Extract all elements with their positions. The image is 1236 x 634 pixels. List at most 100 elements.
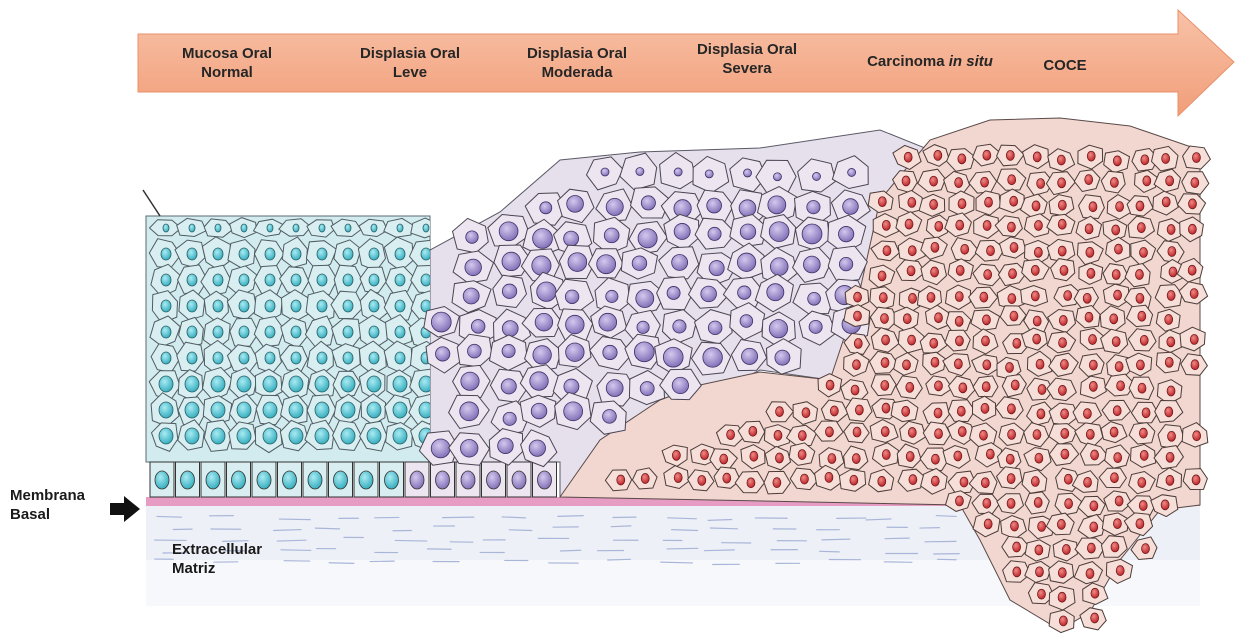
normal-nucleus	[187, 274, 197, 286]
stage-label-coce: COCE	[1010, 56, 1120, 75]
basal-nucleus	[232, 471, 246, 489]
carcinoma-nucleus	[958, 427, 966, 437]
carcinoma-nucleus	[1138, 383, 1146, 393]
dysplasia-nucleus	[467, 344, 481, 358]
carcinoma-nucleus	[1166, 452, 1174, 462]
normal-nucleus	[395, 326, 405, 338]
dysplasia-nucleus	[672, 255, 688, 271]
normal-nucleus	[265, 274, 275, 286]
carcinoma-nucleus	[1013, 542, 1021, 552]
carcinoma-nucleus	[1037, 179, 1045, 189]
dysplasia-nucleus	[708, 321, 722, 335]
carcinoma-nucleus	[1114, 453, 1122, 463]
carcinoma-nucleus	[1083, 293, 1091, 303]
carcinoma-nucleus	[927, 292, 935, 302]
carcinoma-nucleus	[1136, 519, 1144, 529]
carcinoma-nucleus	[1112, 225, 1120, 235]
carcinoma-nucleus	[959, 383, 967, 393]
carcinoma-nucleus	[986, 449, 994, 459]
carcinoma-nucleus	[1115, 362, 1123, 372]
dysplasia-nucleus	[741, 348, 757, 364]
normal-nucleus	[239, 326, 249, 338]
carcinoma-nucleus	[1007, 404, 1015, 414]
dysplasia-nucleus	[674, 223, 690, 239]
dysplasia-nucleus	[530, 372, 548, 390]
carcinoma-nucleus	[906, 382, 914, 392]
dysplasia-nucleus	[672, 377, 688, 393]
carcinoma-nucleus	[931, 357, 939, 367]
carcinoma-nucleus	[882, 220, 890, 230]
carcinoma-nucleus	[1191, 360, 1199, 370]
dysplasia-nucleus	[460, 440, 478, 458]
dysplasia-nucleus	[808, 292, 821, 305]
carcinoma-nucleus	[852, 360, 860, 370]
basal-nucleus	[334, 471, 348, 489]
dysplasia-nucleus	[533, 346, 551, 364]
carcinoma-nucleus	[1007, 474, 1015, 484]
carcinoma-nucleus	[1031, 291, 1039, 301]
dysplasia-nucleus	[701, 286, 717, 302]
stage-label-displasia-severa: Displasia Oral Severa	[672, 40, 822, 78]
dysplasia-nucleus	[431, 439, 450, 458]
normal-nucleus	[317, 300, 327, 312]
carcinoma-nucleus	[902, 406, 910, 416]
carcinoma-nucleus	[1116, 202, 1124, 212]
dysplasia-nucleus	[603, 345, 617, 359]
carcinoma-nucleus	[1060, 359, 1068, 369]
basal-nucleus	[257, 471, 271, 489]
carcinoma-nucleus	[909, 293, 917, 303]
carcinoma-nucleus	[1034, 247, 1042, 257]
normal-nucleus	[159, 402, 173, 418]
carcinoma-nucleus	[1084, 477, 1092, 487]
normal-nucleus	[213, 248, 223, 260]
carcinoma-nucleus	[1062, 544, 1070, 554]
carcinoma-nucleus	[1169, 267, 1177, 277]
normal-nucleus	[163, 224, 169, 232]
carcinoma-nucleus	[958, 199, 966, 209]
carcinoma-nucleus	[1141, 155, 1149, 165]
dysplasia-nucleus	[637, 321, 649, 333]
basal-nucleus	[206, 471, 220, 489]
carcinoma-nucleus	[1167, 337, 1175, 347]
normal-nucleus	[343, 248, 353, 260]
carcinoma-nucleus	[1064, 291, 1072, 301]
carcinoma-nucleus	[826, 380, 834, 390]
matrix-fiber	[820, 551, 840, 552]
carcinoma-nucleus	[1007, 498, 1015, 508]
carcinoma-nucleus	[1139, 501, 1147, 511]
carcinoma-nucleus	[931, 454, 939, 464]
normal-nucleus	[187, 352, 197, 364]
normal-nucleus	[263, 376, 277, 392]
normal-nucleus	[291, 274, 301, 286]
carcinoma-nucleus	[1140, 450, 1148, 460]
carcinoma-nucleus	[1065, 499, 1073, 509]
carcinoma-nucleus	[749, 426, 757, 436]
stage-label-line2: Severa	[672, 59, 822, 78]
normal-nucleus	[237, 428, 251, 444]
carcinoma-nucleus	[1058, 178, 1066, 188]
stage-label-carcinoma-in-situ: Carcinoma in situ	[840, 52, 1020, 71]
matrix-fiber	[281, 550, 311, 551]
dysplasia-nucleus	[708, 227, 721, 240]
carcinoma-nucleus	[854, 292, 862, 302]
normal-nucleus	[289, 428, 303, 444]
carcinoma-nucleus	[698, 475, 706, 485]
carcinoma-nucleus	[931, 242, 939, 252]
carcinoma-nucleus	[1166, 176, 1174, 186]
dysplasia-nucleus	[564, 379, 579, 394]
dysplasia-nucleus	[739, 200, 756, 217]
carcinoma-nucleus	[641, 473, 649, 483]
stage-label-line2: Leve	[335, 63, 485, 82]
normal-nucleus	[343, 326, 353, 338]
dysplasia-nucleus	[770, 258, 788, 276]
carcinoma-nucleus	[1038, 385, 1046, 395]
carcinoma-nucleus	[852, 454, 860, 464]
carcinoma-nucleus	[1010, 242, 1018, 252]
dysplasia-nucleus	[564, 402, 583, 421]
carcinoma-nucleus	[851, 385, 859, 395]
dysplasia-nucleus	[502, 344, 515, 357]
dysplasia-nucleus	[843, 199, 859, 215]
dysplasia-nucleus	[535, 313, 553, 331]
dysplasia-nucleus	[663, 347, 683, 367]
dysplasia-nucleus	[703, 348, 723, 368]
